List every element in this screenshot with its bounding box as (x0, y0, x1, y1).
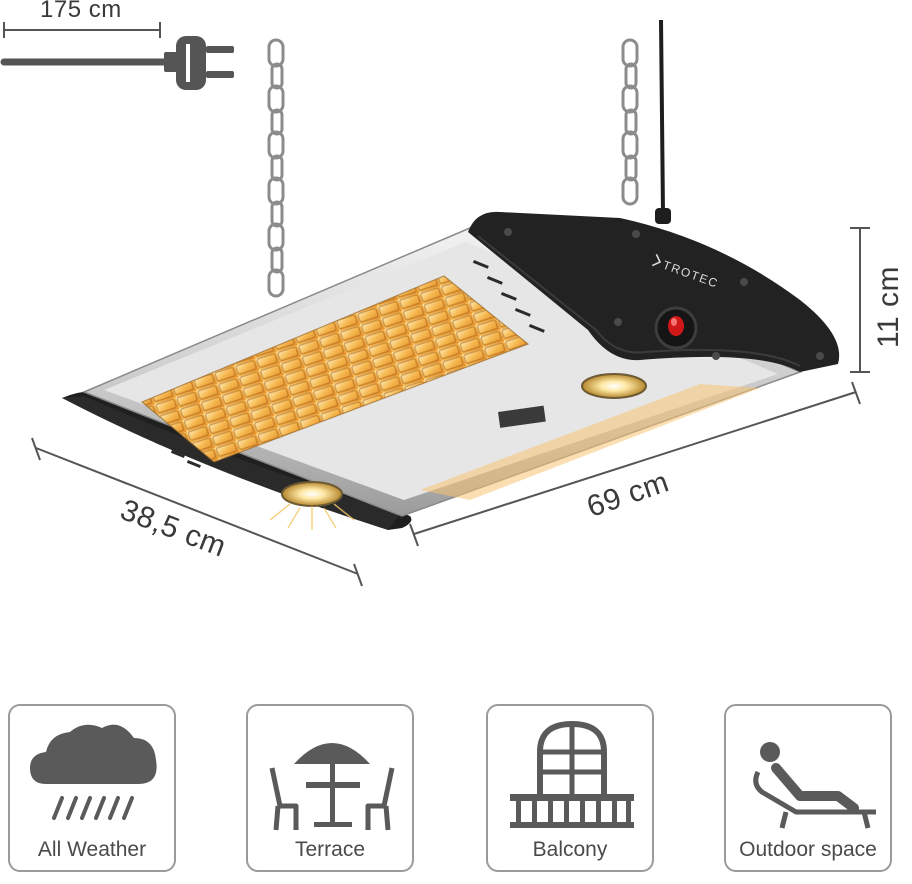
right-chain (621, 38, 639, 206)
led-lamp-front (281, 481, 343, 507)
cable-length-label: 175 cm (40, 0, 122, 23)
height-dimension (850, 227, 870, 373)
cable-dimension (0, 22, 170, 66)
heater-drawing: TROTEC (0, 19, 870, 587)
balcony-door-icon (510, 720, 634, 828)
feature-label: Terrace (294, 838, 366, 861)
left-chain (267, 38, 285, 298)
led-lamp-rear (581, 373, 647, 399)
feature-badge-balcony: Balcony (486, 704, 654, 872)
feature-badge-outdoor-space: Outdoor space (724, 704, 892, 872)
feature-badges: All Weather Terrace (0, 704, 912, 876)
height-label: 11 cm (872, 266, 905, 348)
feature-badge-all-weather: All Weather (8, 704, 176, 872)
product-illustration: TROTEC 175 cm 11 cm 69 cm 38,5 cm (0, 0, 905, 587)
terrace-table-umbrella-icon (269, 743, 395, 831)
feature-label: Balcony (532, 838, 608, 861)
lounger-person-icon (753, 742, 876, 829)
feature-label: All Weather (37, 838, 147, 861)
depth-dimension (31, 437, 363, 587)
width-dimension (409, 381, 861, 547)
feature-badge-terrace: Terrace (246, 704, 414, 872)
feature-label: Outdoor space (739, 838, 877, 861)
control-housing (468, 211, 840, 372)
plug-icon (164, 36, 234, 90)
power-cable (659, 19, 665, 215)
cloud-rain-icon (30, 724, 157, 820)
power-indicator-light (668, 316, 684, 336)
